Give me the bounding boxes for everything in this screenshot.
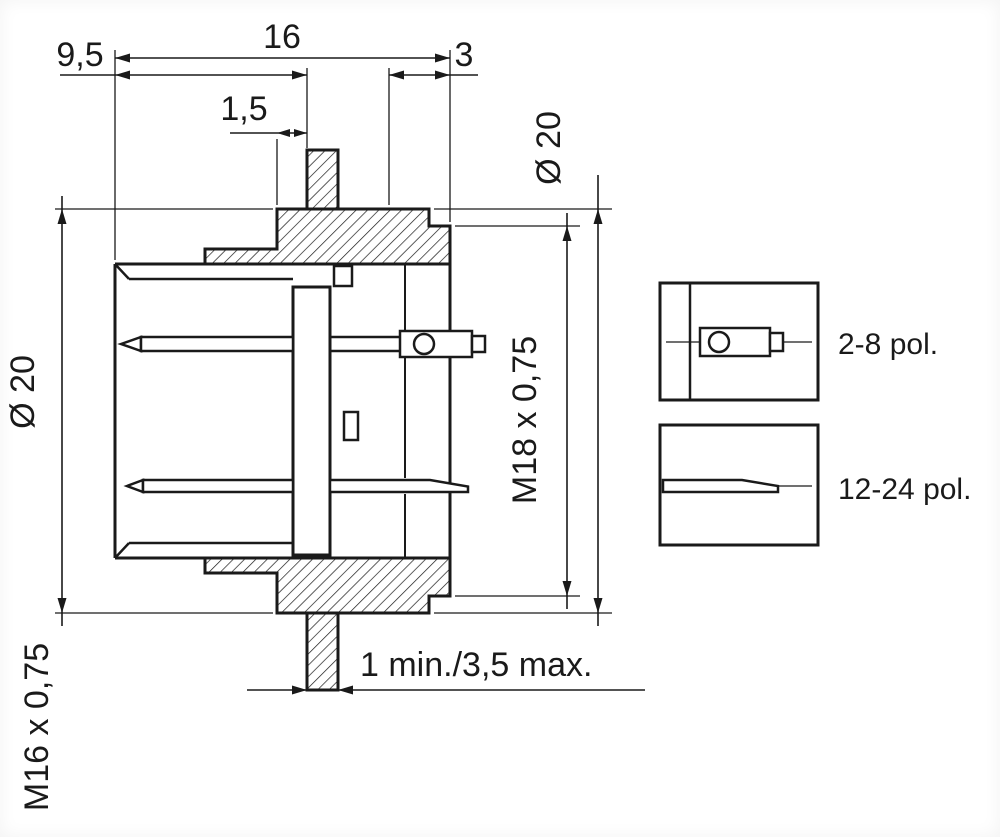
- dim-label-16: 16: [263, 18, 301, 56]
- thread-label-m18: M18 x 0,75: [506, 336, 544, 504]
- extension-lines: [55, 50, 612, 614]
- detail-blade-contact: [661, 478, 780, 494]
- panel-cross-section-bottom: [305, 611, 340, 692]
- detail-view-2-8-pol: [658, 281, 820, 402]
- flange-section-bottom: [203, 556, 452, 615]
- dim-label-3: 3: [455, 36, 474, 74]
- coding-key-top: [332, 264, 354, 288]
- diameter-label-left: Ø 20: [4, 355, 42, 429]
- dimension-arrowheads: [57, 53, 603, 695]
- detail-label-12-24-pol: 12-24 pol.: [838, 473, 971, 506]
- dimension-lines: [60, 57, 645, 691]
- dimension-labels: 16 9,5 3 1,5 Ø 20 Ø 20 M18 x 0,75 M16 x …: [4, 18, 592, 811]
- blade-contact-lower: [123, 478, 470, 494]
- insulator-body: [291, 285, 332, 557]
- diameter-label-right: Ø 20: [530, 111, 568, 185]
- flange-section-top: [203, 207, 452, 266]
- solder-eye-hole: [412, 332, 436, 356]
- detail-pin-contact: [698, 326, 785, 358]
- coding-key-middle: [342, 410, 360, 442]
- thread-label-m16: M16 x 0,75: [18, 643, 56, 811]
- dim-label-1-5: 1,5: [220, 90, 267, 128]
- rear-housing: [404, 226, 452, 596]
- front-shell: [113, 262, 300, 560]
- connector-section: [113, 207, 487, 615]
- detail-label-2-8-pol: 2-8 pol.: [838, 328, 938, 361]
- panel-thickness-label: 1 min./3,5 max.: [360, 646, 592, 684]
- pin-contact-upper: [117, 329, 487, 359]
- detail-view-12-24-pol: [658, 423, 820, 547]
- detail-labels: 2-8 pol. 12-24 pol.: [838, 328, 971, 506]
- panel-cross-section-top: [305, 148, 340, 211]
- dim-label-9-5: 9,5: [56, 36, 103, 74]
